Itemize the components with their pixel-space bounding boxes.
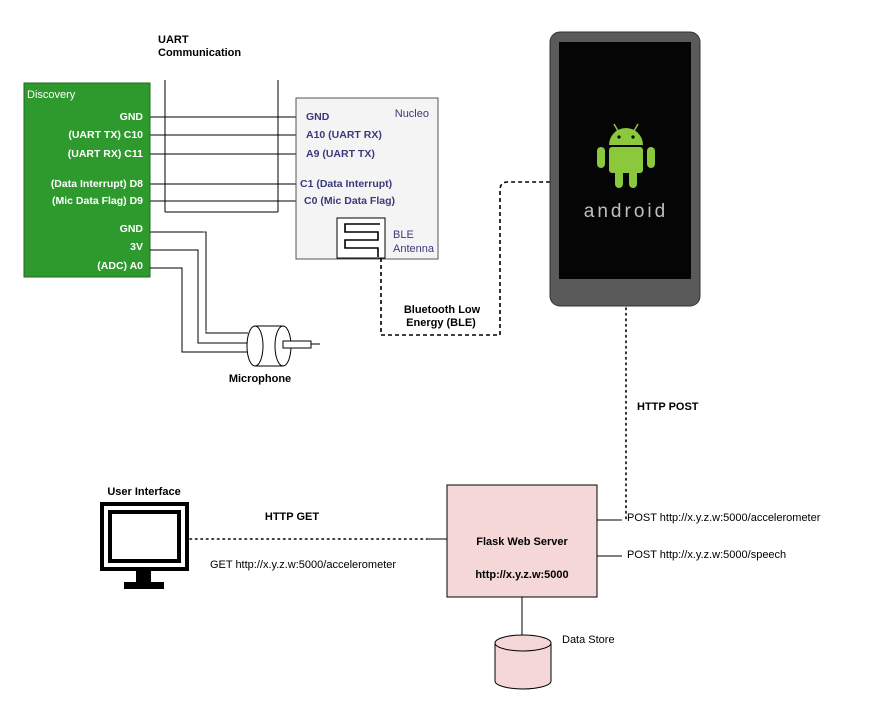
discovery-pin-d9: (Mic Data Flag) D9 — [52, 195, 143, 207]
android-phone: android — [549, 31, 701, 307]
discovery-pin-gnd2: GND — [120, 223, 144, 235]
ble-antenna-label-line1: BLE — [393, 229, 414, 241]
android-robot-icon — [597, 123, 655, 188]
nucleo-pin-a10: A10 (UART RX) — [306, 129, 382, 141]
server-title: Flask Web Server — [476, 536, 568, 548]
uart-title-line1: UART — [158, 34, 189, 46]
ble-antenna-trace-icon — [344, 223, 380, 257]
nucleo-board: Nucleo GND A10 (UART RX) A9 (UART TX) C1… — [295, 97, 439, 260]
data-store-label: Data Store — [562, 634, 615, 646]
discovery-pin-gnd: GND — [120, 111, 144, 123]
nucleo-pin-gnd: GND — [306, 111, 330, 123]
discovery-board-body — [23, 82, 151, 278]
nucleo-pin-c0: C0 (Mic Data Flag) — [304, 195, 395, 207]
endpoint-speech: POST http://x.y.z.w:5000/speech — [627, 549, 786, 561]
http-post-label: HTTP POST — [637, 401, 699, 413]
discovery-pin-c10: (UART TX) C10 — [68, 129, 143, 141]
nucleo-pin-a9: A9 (UART TX) — [306, 148, 375, 160]
ble-link-label-line1: Bluetooth Low — [404, 304, 481, 316]
ble-antenna-label-line2: Antenna — [393, 243, 435, 255]
monitor-icon — [100, 502, 189, 589]
uart-wires — [150, 116, 296, 202]
server-url: http://x.y.z.w:5000 — [475, 569, 568, 581]
nucleo-title: Nucleo — [395, 108, 429, 120]
android-wordmark: android — [584, 201, 668, 222]
data-store-cylinder-icon — [494, 634, 552, 690]
server-box — [446, 484, 598, 598]
http-get-endpoint: GET http://x.y.z.w:5000/accelerometer — [210, 559, 396, 571]
user-interface-label: User Interface — [107, 486, 180, 498]
ble-link-line — [380, 181, 551, 336]
ble-link-label-line2: Energy (BLE) — [406, 317, 476, 329]
discovery-pin-3v: 3V — [130, 241, 143, 253]
microphone-icon — [246, 325, 320, 367]
discovery-pin-c11: (UART RX) C11 — [68, 148, 143, 160]
microphone-label: Microphone — [229, 373, 291, 385]
discovery-pin-d8: (Data Interrupt) D8 — [51, 178, 143, 190]
discovery-pin-a0: (ADC) A0 — [97, 260, 143, 272]
http-get-label: HTTP GET — [265, 511, 319, 523]
discovery-board: Discovery GND (UART TX) C10 (UART RX) C1… — [23, 82, 151, 278]
uart-bus-bracket — [164, 80, 279, 213]
nucleo-pin-c1: C1 (Data Interrupt) — [300, 178, 392, 190]
endpoint-accelerometer: POST http://x.y.z.w:5000/accelerometer — [627, 512, 821, 524]
discovery-title: Discovery — [27, 89, 76, 101]
flask-web-server: Flask Web Server http://x.y.z.w:5000 — [446, 484, 598, 598]
uart-title-line2: Communication — [158, 47, 241, 59]
microphone-wires — [150, 230, 248, 353]
